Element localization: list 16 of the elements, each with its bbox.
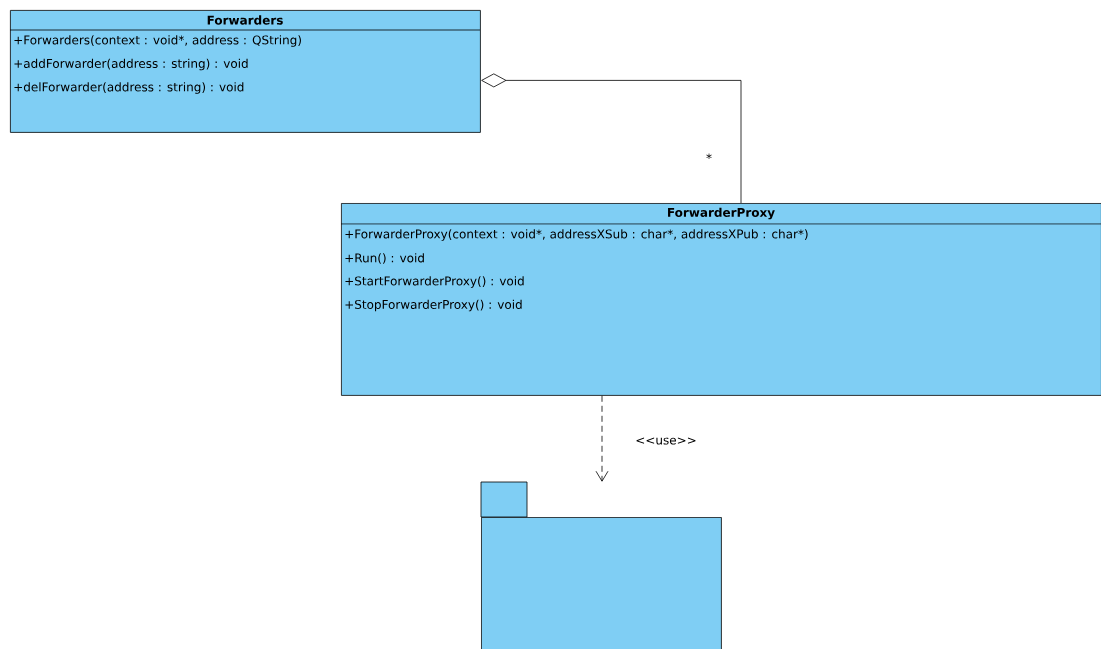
- edge-label: <<use>>: [636, 437, 696, 445]
- connector: [481, 73, 742, 204]
- method-signature: +addForwarder(address : string) : void: [14, 58, 248, 71]
- method-signature: +Forwarders(context : void*, address : QString): [14, 35, 301, 47]
- method-signature: +ForwarderProxy(context : void*, addressXSub : char*, addressXPub : char*): [345, 229, 808, 241]
- method-signature: +Run() : void: [345, 253, 424, 264]
- connector: [595, 395, 609, 482]
- method-signature: +StartForwarderProxy() : void: [345, 276, 524, 288]
- edge-label: *: [706, 153, 712, 159]
- class-box: [340, 203, 1101, 396]
- package-folder: [480, 481, 722, 649]
- class-name: ForwarderProxy: [668, 207, 775, 220]
- class-box: [9, 10, 481, 133]
- method-signature: +StopForwarderProxy() : void: [345, 299, 522, 312]
- class-name: Forwarders: [207, 15, 283, 25]
- method-signature: +delForwarder(address : string) : void: [14, 82, 244, 94]
